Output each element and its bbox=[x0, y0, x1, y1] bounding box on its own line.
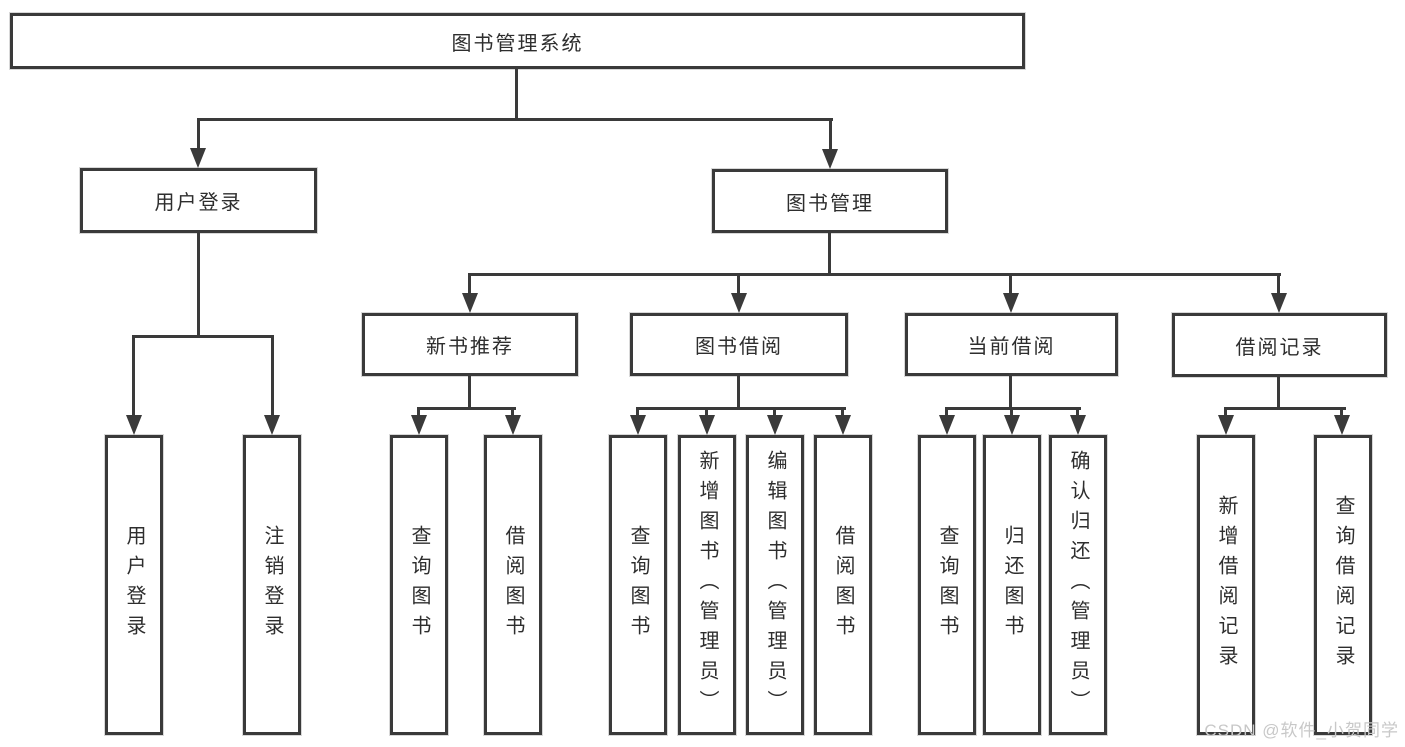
leaf-logout: 注销登录 bbox=[243, 435, 301, 735]
arrow-down-icon bbox=[630, 415, 646, 435]
connector-line bbox=[1340, 407, 1343, 417]
leaf-borrow-books-recommend: 借阅图书 bbox=[484, 435, 542, 735]
leaf-borrow-books-recommend-label: 借阅图书 bbox=[502, 525, 524, 645]
connector-line bbox=[417, 407, 420, 417]
connector-line bbox=[737, 273, 740, 295]
leaf-add-borrow-record: 新增借阅记录 bbox=[1197, 435, 1255, 735]
leaf-query-books-recommend: 查询图书 bbox=[390, 435, 448, 735]
arrow-down-icon bbox=[835, 415, 851, 435]
leaf-query-borrow-record-label: 查询借阅记录 bbox=[1332, 495, 1354, 675]
connector-line bbox=[468, 273, 471, 295]
leaf-query-books-borrowing: 查询图书 bbox=[609, 435, 667, 735]
leaf-confirm-return-admin-label: 确认归还（管理员） bbox=[1067, 450, 1089, 720]
connector-line bbox=[636, 407, 846, 410]
leaf-confirm-return-admin: 确认归还（管理员） bbox=[1049, 435, 1107, 735]
leaf-user-login: 用户登录 bbox=[105, 435, 163, 735]
arrow-down-icon bbox=[1218, 415, 1234, 435]
node-library-management-system: 图书管理系统 bbox=[10, 13, 1025, 69]
arrow-down-icon bbox=[462, 293, 478, 313]
leaf-user-login-label: 用户登录 bbox=[123, 525, 145, 645]
arrow-down-icon bbox=[1334, 415, 1350, 435]
leaf-add-books-admin-label: 新增图书（管理员） bbox=[696, 450, 718, 720]
arrow-down-icon bbox=[822, 149, 838, 169]
connector-line bbox=[511, 407, 514, 417]
leaf-borrow-books: 借阅图书 bbox=[814, 435, 872, 735]
connector-line bbox=[197, 118, 833, 121]
connector-line bbox=[828, 233, 831, 273]
connector-line bbox=[468, 376, 471, 407]
connector-line bbox=[1009, 273, 1012, 295]
leaf-edit-books-admin: 编辑图书（管理员） bbox=[746, 435, 804, 735]
connector-line bbox=[1277, 377, 1280, 407]
leaf-add-borrow-record-label: 新增借阅记录 bbox=[1215, 495, 1237, 675]
arrow-down-icon bbox=[1070, 415, 1086, 435]
leaf-query-books-recommend-label: 查询图书 bbox=[408, 525, 430, 645]
node-new-book-recommendation: 新书推荐 bbox=[362, 313, 578, 376]
arrow-down-icon bbox=[939, 415, 955, 435]
arrow-down-icon bbox=[190, 148, 206, 168]
connector-line bbox=[1010, 407, 1013, 417]
connector-line bbox=[515, 69, 518, 118]
node-book-management: 图书管理 bbox=[712, 169, 948, 233]
arrow-down-icon bbox=[1003, 293, 1019, 313]
connector-line bbox=[1009, 376, 1012, 407]
arrow-down-icon bbox=[411, 415, 427, 435]
connector-line bbox=[1277, 273, 1280, 295]
connector-line bbox=[271, 335, 274, 415]
leaf-query-borrow-record: 查询借阅记录 bbox=[1314, 435, 1372, 735]
connector-line bbox=[829, 118, 832, 150]
arrow-down-icon bbox=[731, 293, 747, 313]
connector-line bbox=[197, 233, 200, 335]
leaf-logout-label: 注销登录 bbox=[261, 525, 283, 645]
arrow-down-icon bbox=[126, 415, 142, 435]
connector-line bbox=[636, 407, 639, 417]
connector-line bbox=[1224, 407, 1227, 417]
arrow-down-icon bbox=[1004, 415, 1020, 435]
connector-line bbox=[468, 273, 1281, 276]
connector-line bbox=[841, 407, 844, 417]
arrow-down-icon bbox=[264, 415, 280, 435]
connector-line bbox=[945, 407, 948, 417]
leaf-query-books-current: 查询图书 bbox=[918, 435, 976, 735]
leaf-return-books: 归还图书 bbox=[983, 435, 1041, 735]
connector-line bbox=[132, 335, 274, 338]
connector-line bbox=[132, 335, 135, 415]
node-current-borrowing: 当前借阅 bbox=[905, 313, 1118, 376]
connector-line bbox=[773, 407, 776, 417]
leaf-add-books-admin: 新增图书（管理员） bbox=[678, 435, 736, 735]
arrow-down-icon bbox=[1271, 293, 1287, 313]
connector-line bbox=[197, 118, 200, 150]
node-book-borrowing: 图书借阅 bbox=[630, 313, 848, 376]
leaf-borrow-books-label: 借阅图书 bbox=[832, 525, 854, 645]
node-user-login: 用户登录 bbox=[80, 168, 317, 233]
connector-line bbox=[417, 407, 516, 410]
connector-line bbox=[705, 407, 708, 417]
arrow-down-icon bbox=[767, 415, 783, 435]
connector-line bbox=[1224, 407, 1346, 410]
arrow-down-icon bbox=[699, 415, 715, 435]
node-borrowing-records: 借阅记录 bbox=[1172, 313, 1387, 377]
csdn-watermark: CSDN @软件_小贺同学 bbox=[1204, 721, 1399, 740]
leaf-query-books-borrowing-label: 查询图书 bbox=[627, 525, 649, 645]
connector-line bbox=[737, 376, 740, 407]
arrow-down-icon bbox=[505, 415, 521, 435]
connector-line bbox=[945, 407, 1081, 410]
connector-line bbox=[1076, 407, 1079, 417]
leaf-return-books-label: 归还图书 bbox=[1001, 525, 1023, 645]
leaf-query-books-current-label: 查询图书 bbox=[936, 525, 958, 645]
leaf-edit-books-admin-label: 编辑图书（管理员） bbox=[764, 450, 786, 720]
